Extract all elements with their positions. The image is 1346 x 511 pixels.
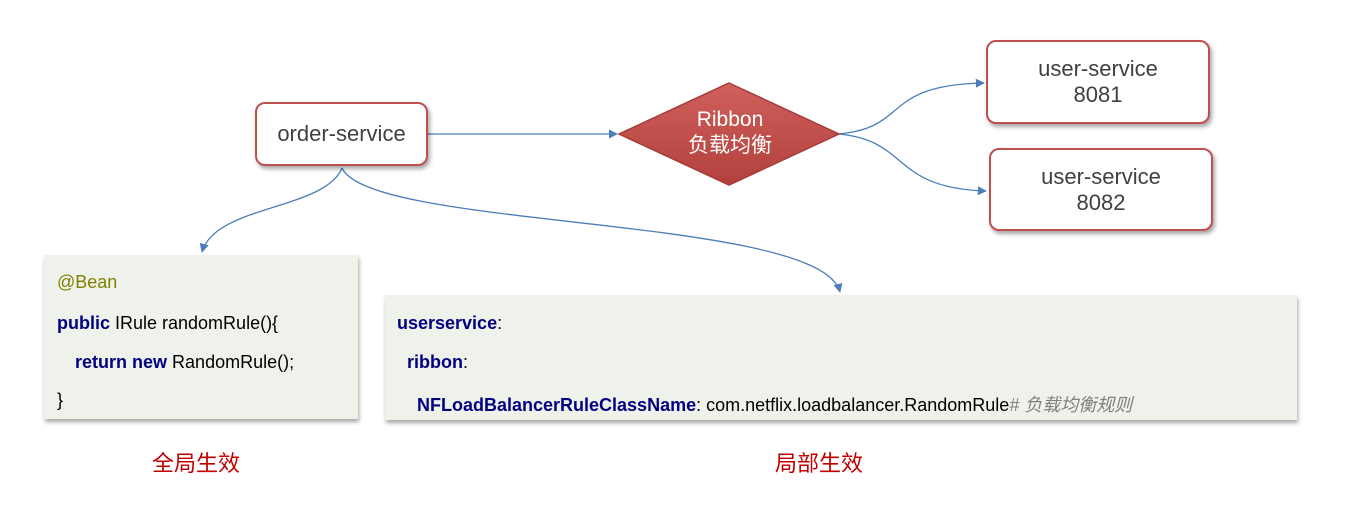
- bean-annotation: @Bean: [57, 272, 118, 292]
- arrow-ribbon-to-8081: [837, 78, 985, 135]
- local-config-code-block: userservice: ribbon: NFLoadBalancerRuleC…: [385, 295, 1297, 420]
- user-service-8081-name: user-service: [1038, 56, 1158, 81]
- order-service-node: order-service: [255, 102, 428, 166]
- keyword-new: new: [132, 352, 168, 372]
- user-service-8082-name: user-service: [1041, 163, 1161, 189]
- yaml-comment: # 负载均衡规则: [1009, 395, 1133, 415]
- order-service-label: order-service: [277, 121, 406, 146]
- yaml-key-rule: NFLoadBalancerRuleClassName: [417, 395, 697, 415]
- yaml-colon-1: :: [497, 313, 503, 333]
- yaml-line-rule: NFLoadBalancerRuleClassName: com.netflix…: [417, 391, 1132, 417]
- arrow-order-to-global-config: [199, 167, 343, 253]
- ribbon-subtitle: 负载均衡: [688, 134, 772, 157]
- user-service-8082-port: 8082: [1076, 189, 1126, 215]
- ribbon-title: Ribbon: [696, 108, 764, 131]
- caption-local: 局部生效: [775, 451, 864, 476]
- ribbon-label: Ribbon 负载均衡: [640, 107, 820, 159]
- caption-global: 全局生效: [152, 451, 241, 476]
- code-line-return: return new RandomRule();: [75, 352, 294, 373]
- constructor-call: RandomRule();: [167, 352, 295, 372]
- code-line-annotation: @Bean: [57, 272, 117, 293]
- arrow-ribbon-to-8082: [837, 133, 987, 196]
- yaml-key-userservice: userservice: [397, 313, 498, 333]
- user-service-8081-port: 8081: [1073, 82, 1123, 107]
- method-signature: IRule randomRule(){: [110, 313, 279, 333]
- yaml-value-rule: : com.netflix.loadbalancer.RandomRule: [696, 395, 1010, 415]
- user-service-8082-node: user-service 8082: [989, 148, 1213, 231]
- close-brace: }: [57, 390, 64, 410]
- yaml-line-ribbon: ribbon:: [407, 352, 468, 373]
- code-line-method-signature: public IRule randomRule(){: [57, 313, 278, 334]
- yaml-colon-2: :: [463, 352, 469, 372]
- keyword-public: public: [57, 313, 110, 333]
- keyword-return: return: [75, 352, 128, 372]
- arrow-order-to-local-config: [341, 167, 843, 293]
- global-config-code-block: @Bean public IRule randomRule(){ return …: [44, 255, 358, 419]
- code-line-close: }: [57, 390, 63, 411]
- yaml-line-userservice: userservice:: [397, 313, 502, 334]
- yaml-key-ribbon: ribbon: [407, 352, 463, 372]
- user-service-8081-node: user-service 8081: [986, 40, 1210, 124]
